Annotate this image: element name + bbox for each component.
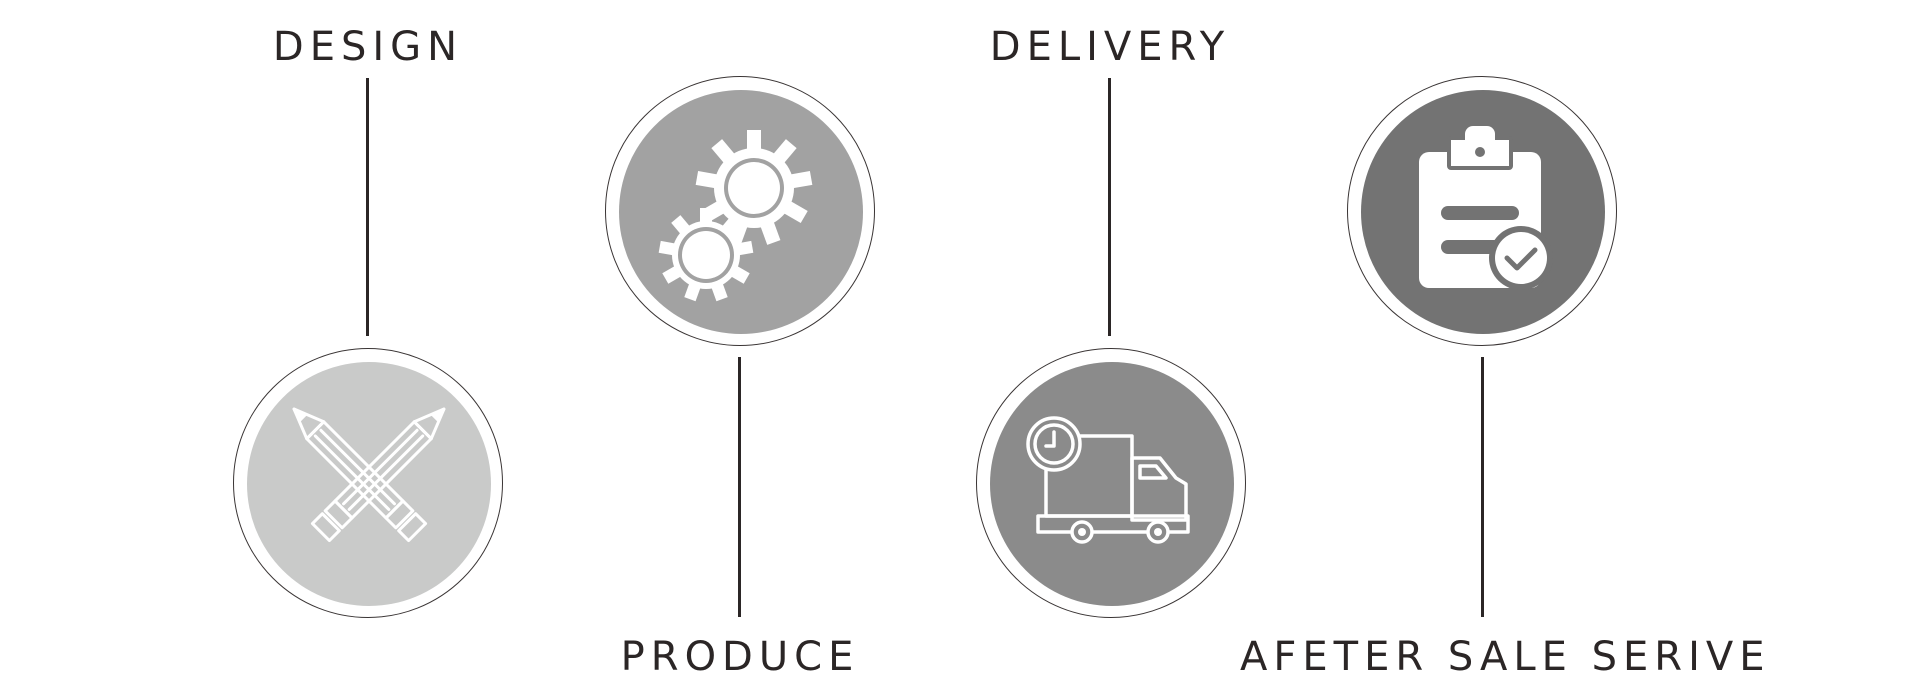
crossed-pencils-icon (292, 407, 446, 543)
step-label-design: DESIGN (272, 24, 464, 70)
clipboard-check-icon (1419, 126, 1553, 290)
step-circle-after-sale (1347, 76, 1617, 346)
step-circle-produce (605, 76, 875, 346)
connector-after-sale (1481, 357, 1484, 617)
delivery-truck-icon (1026, 416, 1190, 544)
step-disc-produce (619, 90, 863, 334)
step-disc-delivery (990, 362, 1234, 606)
step-disc-after-sale (1361, 90, 1605, 334)
step-circle-design (233, 348, 503, 618)
step-label-delivery: DELIVERY (989, 24, 1231, 70)
connector-design (366, 78, 369, 336)
step-circle-delivery (976, 348, 1246, 618)
step-label-after-sale: AFETER SALE SERIVE (1240, 634, 1771, 680)
gears-icon (658, 130, 813, 302)
connector-delivery (1108, 78, 1111, 336)
connector-produce (738, 357, 741, 617)
step-label-produce: PRODUCE (620, 634, 860, 680)
step-disc-design (247, 362, 491, 606)
